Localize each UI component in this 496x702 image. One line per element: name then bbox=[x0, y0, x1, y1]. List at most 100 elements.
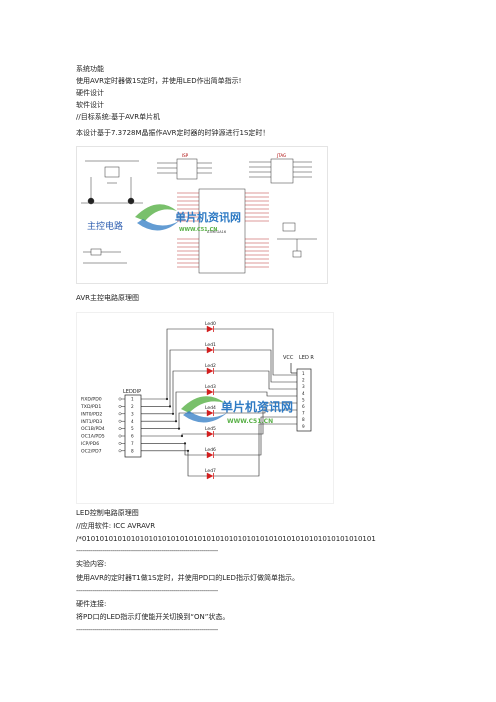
port-pin-terminal bbox=[118, 397, 122, 401]
led-wire-left bbox=[141, 412, 207, 429]
watermark-url: WWW.C51.CN bbox=[179, 227, 217, 233]
led-diode bbox=[206, 346, 214, 354]
port-pin-terminal bbox=[118, 434, 122, 438]
text-binary-banner: /*01010101010101010101010101010101010101… bbox=[76, 535, 376, 543]
resistor-pin-number: 1 bbox=[302, 371, 305, 376]
main-circuit-schematic: ISP JTAG ATMEGA16 bbox=[81, 153, 317, 274]
divider-3: ----------------------------------------… bbox=[76, 626, 218, 634]
led-wire-right bbox=[214, 402, 297, 414]
led-wire-left bbox=[141, 370, 207, 415]
led-row: Led1 bbox=[141, 342, 297, 408]
port-pin-label: TXD/PD1 bbox=[80, 404, 101, 410]
reset-block bbox=[277, 222, 317, 258]
port-pin-label: RXD/PD0 bbox=[81, 397, 102, 403]
port-pin-number: 1 bbox=[131, 397, 134, 402]
vcc-label: VCC bbox=[283, 355, 294, 361]
led-label: Led3 bbox=[205, 384, 216, 390]
port-connector bbox=[124, 394, 142, 458]
led-row: Led4 bbox=[141, 402, 297, 430]
port-label: LEDDIP bbox=[123, 389, 141, 395]
text-system-function: 系统功能 bbox=[76, 65, 104, 73]
led-label: Led6 bbox=[205, 447, 216, 453]
led-wire-left bbox=[141, 443, 207, 456]
led-row: Led0 bbox=[141, 321, 297, 401]
port-pin-terminal bbox=[118, 419, 122, 423]
led-row: Led2 bbox=[141, 363, 297, 415]
led-wire-right bbox=[214, 349, 297, 383]
led-wire-left bbox=[141, 349, 207, 407]
led-diode bbox=[206, 430, 214, 438]
figure-avr-main-circuit: ISP JTAG ATMEGA16 bbox=[76, 146, 328, 284]
led-diode bbox=[206, 472, 214, 480]
resistor-pin-number: 6 bbox=[302, 404, 305, 409]
led-wire-left bbox=[141, 391, 207, 422]
port-pin-label: OC1A/PD5 bbox=[81, 434, 105, 440]
port-pin-number: 3 bbox=[131, 411, 134, 416]
main-control-title: 主控电路 bbox=[87, 220, 123, 232]
watermark-logo-2 bbox=[181, 396, 227, 423]
led-wire-right bbox=[214, 391, 297, 397]
resistor-pin-number: 4 bbox=[302, 391, 305, 396]
led-diode bbox=[206, 325, 214, 333]
led-wire-right bbox=[214, 328, 297, 376]
led-label: Led0 bbox=[205, 321, 216, 327]
led-wire-right bbox=[214, 370, 297, 390]
divider-1: ----------------------------------------… bbox=[76, 547, 218, 555]
text-app-software: //应用软件: ICC AVRAVR bbox=[76, 522, 156, 530]
jtag-header bbox=[249, 158, 312, 184]
junction-dot bbox=[171, 412, 175, 415]
port-pin-number: 8 bbox=[131, 448, 134, 453]
watermark-logo bbox=[135, 204, 179, 231]
text-experiment-content: 使用AVR的定时器T1做1S定时，并使用PD口的LED指示灯做简单指示。 bbox=[76, 574, 299, 582]
text-design-basis: 本设计基于7.3728M晶振作AVR定时器的时钟源进行1S定时！ bbox=[76, 129, 270, 137]
text-software-design: 软件设计 bbox=[76, 101, 104, 109]
text-experiment-title: 实验内容: bbox=[76, 560, 107, 568]
caption-led-circuit: LED控制电路原理图 bbox=[76, 509, 139, 517]
watermark-cn: 单片机资讯网 bbox=[175, 210, 241, 224]
resistor-pin-number: 3 bbox=[302, 384, 305, 389]
port-pin-number: 6 bbox=[131, 434, 134, 439]
resistor-pin-number: 9 bbox=[302, 424, 305, 429]
junction-dot bbox=[174, 420, 178, 423]
led-label: Led5 bbox=[205, 426, 216, 432]
led-wire-right bbox=[214, 409, 297, 435]
led-diode bbox=[206, 367, 214, 375]
mcu-chip bbox=[198, 188, 246, 274]
mcu-pins-left bbox=[177, 192, 199, 268]
led-label: Led1 bbox=[205, 342, 216, 348]
junction-dot bbox=[180, 434, 184, 438]
text-hardware-design: 硬件设计 bbox=[76, 89, 104, 97]
led-label: Led7 bbox=[205, 468, 216, 474]
isp-header bbox=[157, 158, 212, 180]
port-pin-terminal bbox=[118, 441, 122, 445]
junction-dot bbox=[168, 405, 172, 408]
led-wire-left bbox=[141, 433, 207, 437]
watermark-url-2: WWW.C51.CN bbox=[227, 418, 273, 425]
led-diode bbox=[206, 409, 214, 417]
resistor-pin-number: 5 bbox=[302, 397, 305, 402]
resistor-pin-number: 8 bbox=[302, 417, 305, 422]
regulator-block bbox=[81, 160, 143, 205]
port-pin-terminal bbox=[118, 405, 122, 408]
led-diode bbox=[206, 451, 214, 459]
text-hardware-connection-title: 硬件连接: bbox=[76, 600, 107, 608]
led-label: Led4 bbox=[205, 405, 216, 411]
isp-label: ISP bbox=[182, 153, 189, 158]
text-use-timer: 使用AVR定时器做1S定时，并使用LED作出简单指示! bbox=[76, 77, 242, 85]
led-row: Led3 bbox=[141, 384, 297, 423]
led-r-label: LED R bbox=[299, 355, 314, 361]
led-wire-right bbox=[214, 423, 297, 477]
jtag-label: JTAG bbox=[276, 153, 286, 158]
text-target-system: //目标系统:基于AVR单片机 bbox=[76, 113, 161, 121]
resistor-pin-number: 2 bbox=[302, 378, 305, 383]
port-pin-label: OC1B/PD4 bbox=[81, 426, 105, 432]
port-pin-terminal bbox=[118, 427, 122, 431]
caption-avr-main: AVR主控电路原理图 bbox=[76, 294, 139, 302]
resistor-pin-number: 7 bbox=[302, 411, 305, 416]
port-pin-terminal bbox=[118, 449, 122, 453]
crystal-block bbox=[83, 248, 127, 264]
led-diode bbox=[206, 388, 214, 396]
port-pin-label: ICP/PD6 bbox=[81, 441, 99, 447]
